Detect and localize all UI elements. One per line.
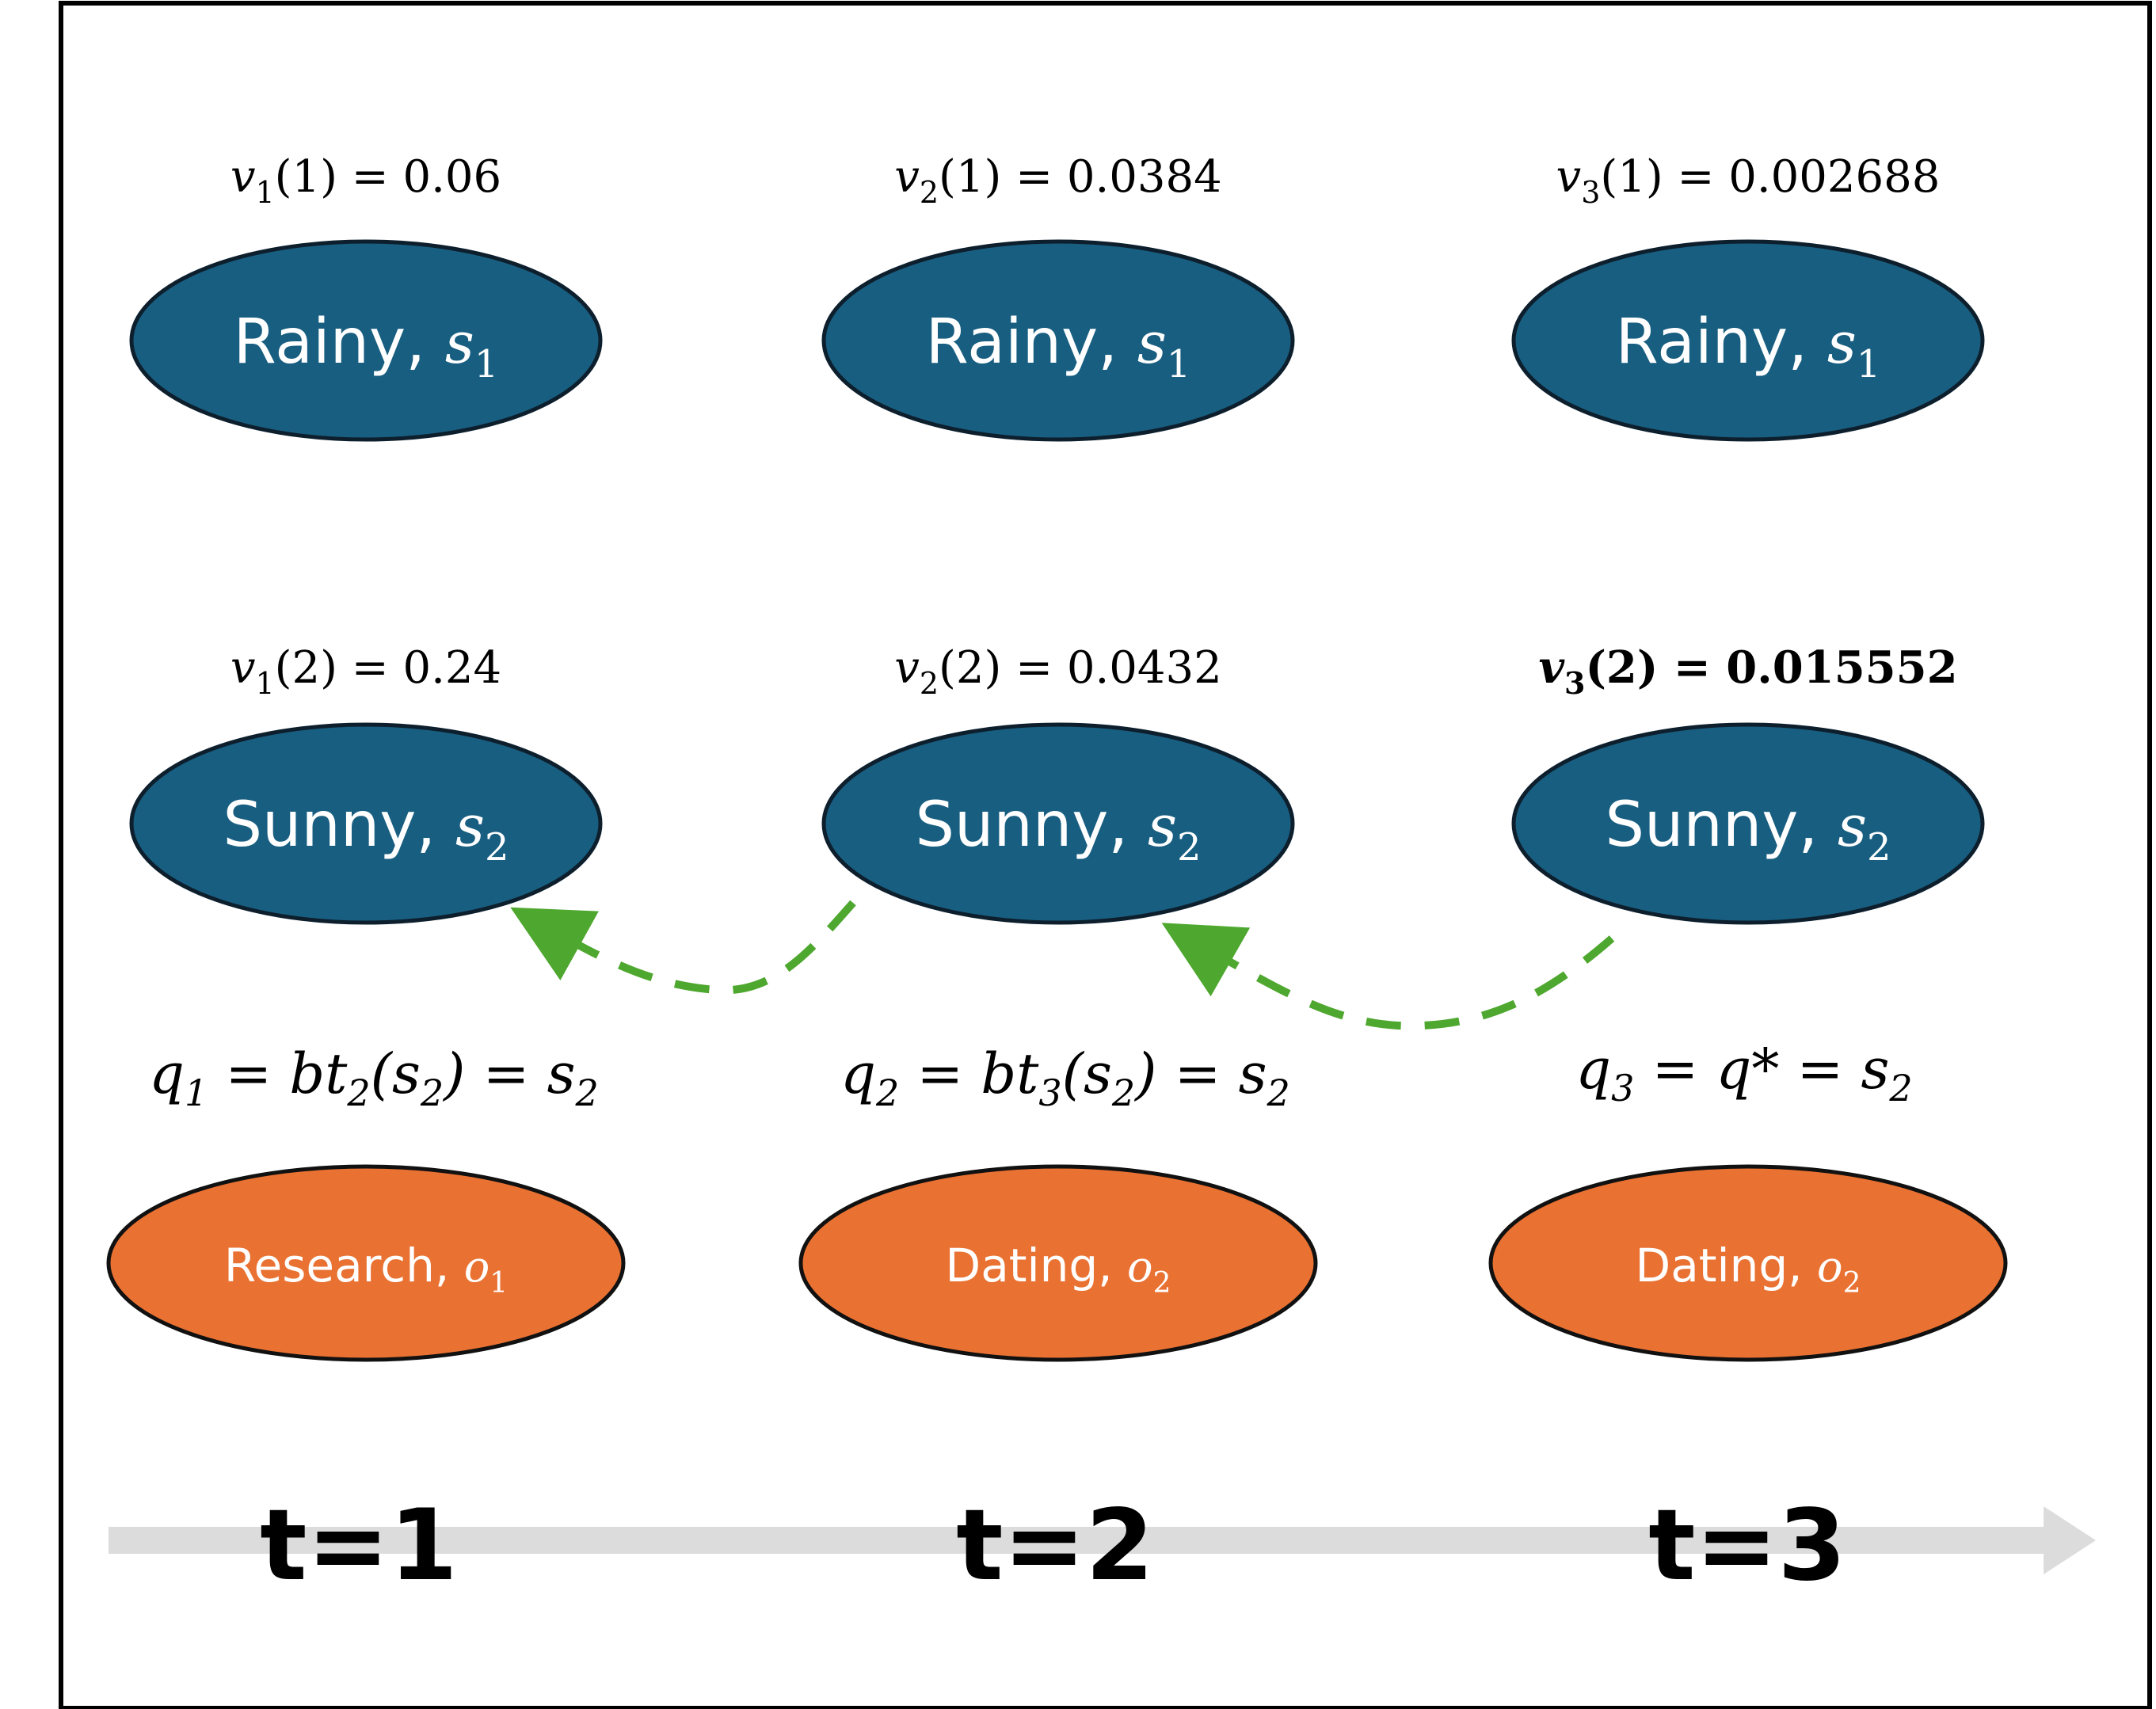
observation-label: Dating, o2 (1636, 1239, 1861, 1300)
backtrack-equation: q2 = bt3(s2) = s2 (840, 1041, 1290, 1114)
column-t2: v2(1) = 0.0384 Rainy, s1 v2(2) = 0.0432 … (798, 151, 1318, 1603)
observation-node (106, 1164, 626, 1362)
column-t3: v3(1) = 0.002688 Rainy, s1 v3(2) = 0.015… (1488, 151, 2008, 1603)
diagram-frame (59, 1, 2152, 1709)
column-t1: v1(1) = 0.06 Rainy, s1 v1(2) = 0.24 Sunn… (106, 151, 626, 1603)
state-node-rainy (1511, 239, 1985, 442)
state-label-rainy: Rainy, s1 (234, 306, 499, 386)
observation-node (798, 1164, 1318, 1362)
viterbi-value-rainy: v1(1) = 0.06 (230, 151, 501, 210)
backtrack-equation: q1 = bt2(s2) = s2 (149, 1041, 599, 1114)
time-label: t=3 (1648, 1489, 1846, 1603)
state-label-rainy: Rainy, s1 (926, 306, 1191, 386)
viterbi-value-sunny-best: v3(2) = 0.015552 (1538, 641, 1957, 701)
viterbi-value-sunny: v2(2) = 0.0432 (894, 642, 1222, 701)
time-label: t=2 (956, 1489, 1153, 1603)
state-node-sunny (821, 722, 1295, 925)
state-label-sunny: Sunny, s2 (223, 790, 509, 870)
viterbi-value-sunny: v1(2) = 0.24 (230, 642, 501, 701)
time-label: t=1 (260, 1489, 457, 1603)
observation-label: Research, o1 (224, 1239, 508, 1300)
backtrack-equation: q3 = q* = s2 (1575, 1037, 1912, 1110)
timeline-arrow (109, 1506, 2096, 1574)
state-node-sunny (1511, 722, 1985, 925)
backtrack-arrow-t2-to-t1 (510, 900, 856, 995)
state-label-sunny: Sunny, s2 (915, 790, 1201, 870)
state-node-sunny (129, 722, 603, 925)
state-label-rainy: Rainy, s1 (1616, 306, 1881, 386)
state-node-rainy (129, 239, 603, 442)
observation-node (1488, 1164, 2008, 1362)
viterbi-value-rainy: v2(1) = 0.0384 (894, 151, 1222, 210)
observation-label: Dating, o2 (946, 1239, 1171, 1300)
state-label-sunny: Sunny, s2 (1605, 790, 1891, 870)
state-node-rainy (821, 239, 1295, 442)
backtrack-arrow-t3-to-t2 (1161, 923, 1615, 1030)
viterbi-value-rainy: v3(1) = 0.002688 (1556, 151, 1941, 210)
